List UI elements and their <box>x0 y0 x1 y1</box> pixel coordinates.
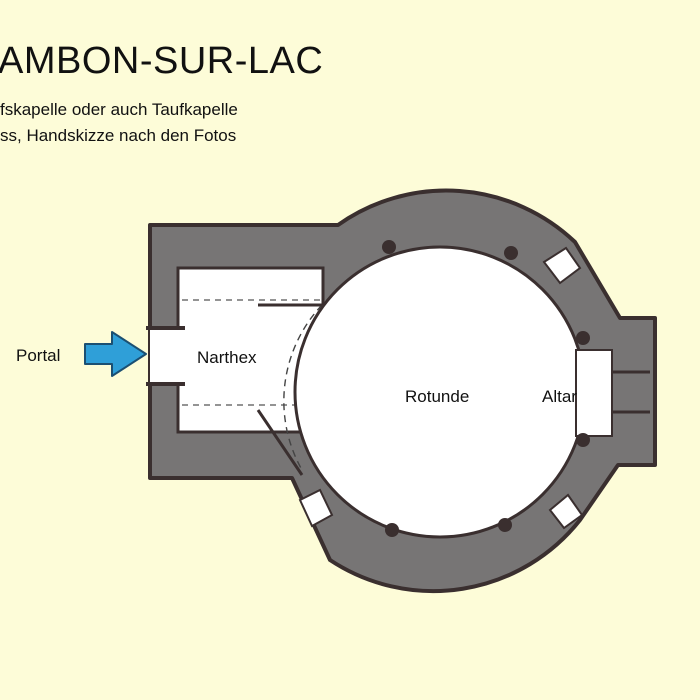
label-portal: Portal <box>16 346 60 365</box>
subtitle-line-2: ss, Handskizze nach den Fotos <box>0 126 237 145</box>
altar-niche <box>575 349 650 437</box>
label-altar: Altar <box>542 387 577 406</box>
columns <box>382 240 590 537</box>
wall-openings <box>298 246 584 530</box>
label-narthex: Narthex <box>197 348 257 367</box>
label-rotunde: Rotunde <box>405 387 469 406</box>
portal-arrow-icon <box>84 331 147 377</box>
subtitle-line-1: fskapelle oder auch Taufkapelle <box>0 100 238 119</box>
rotunde-floor <box>256 245 587 539</box>
page-title: AMBON-SUR-LAC <box>0 40 324 82</box>
